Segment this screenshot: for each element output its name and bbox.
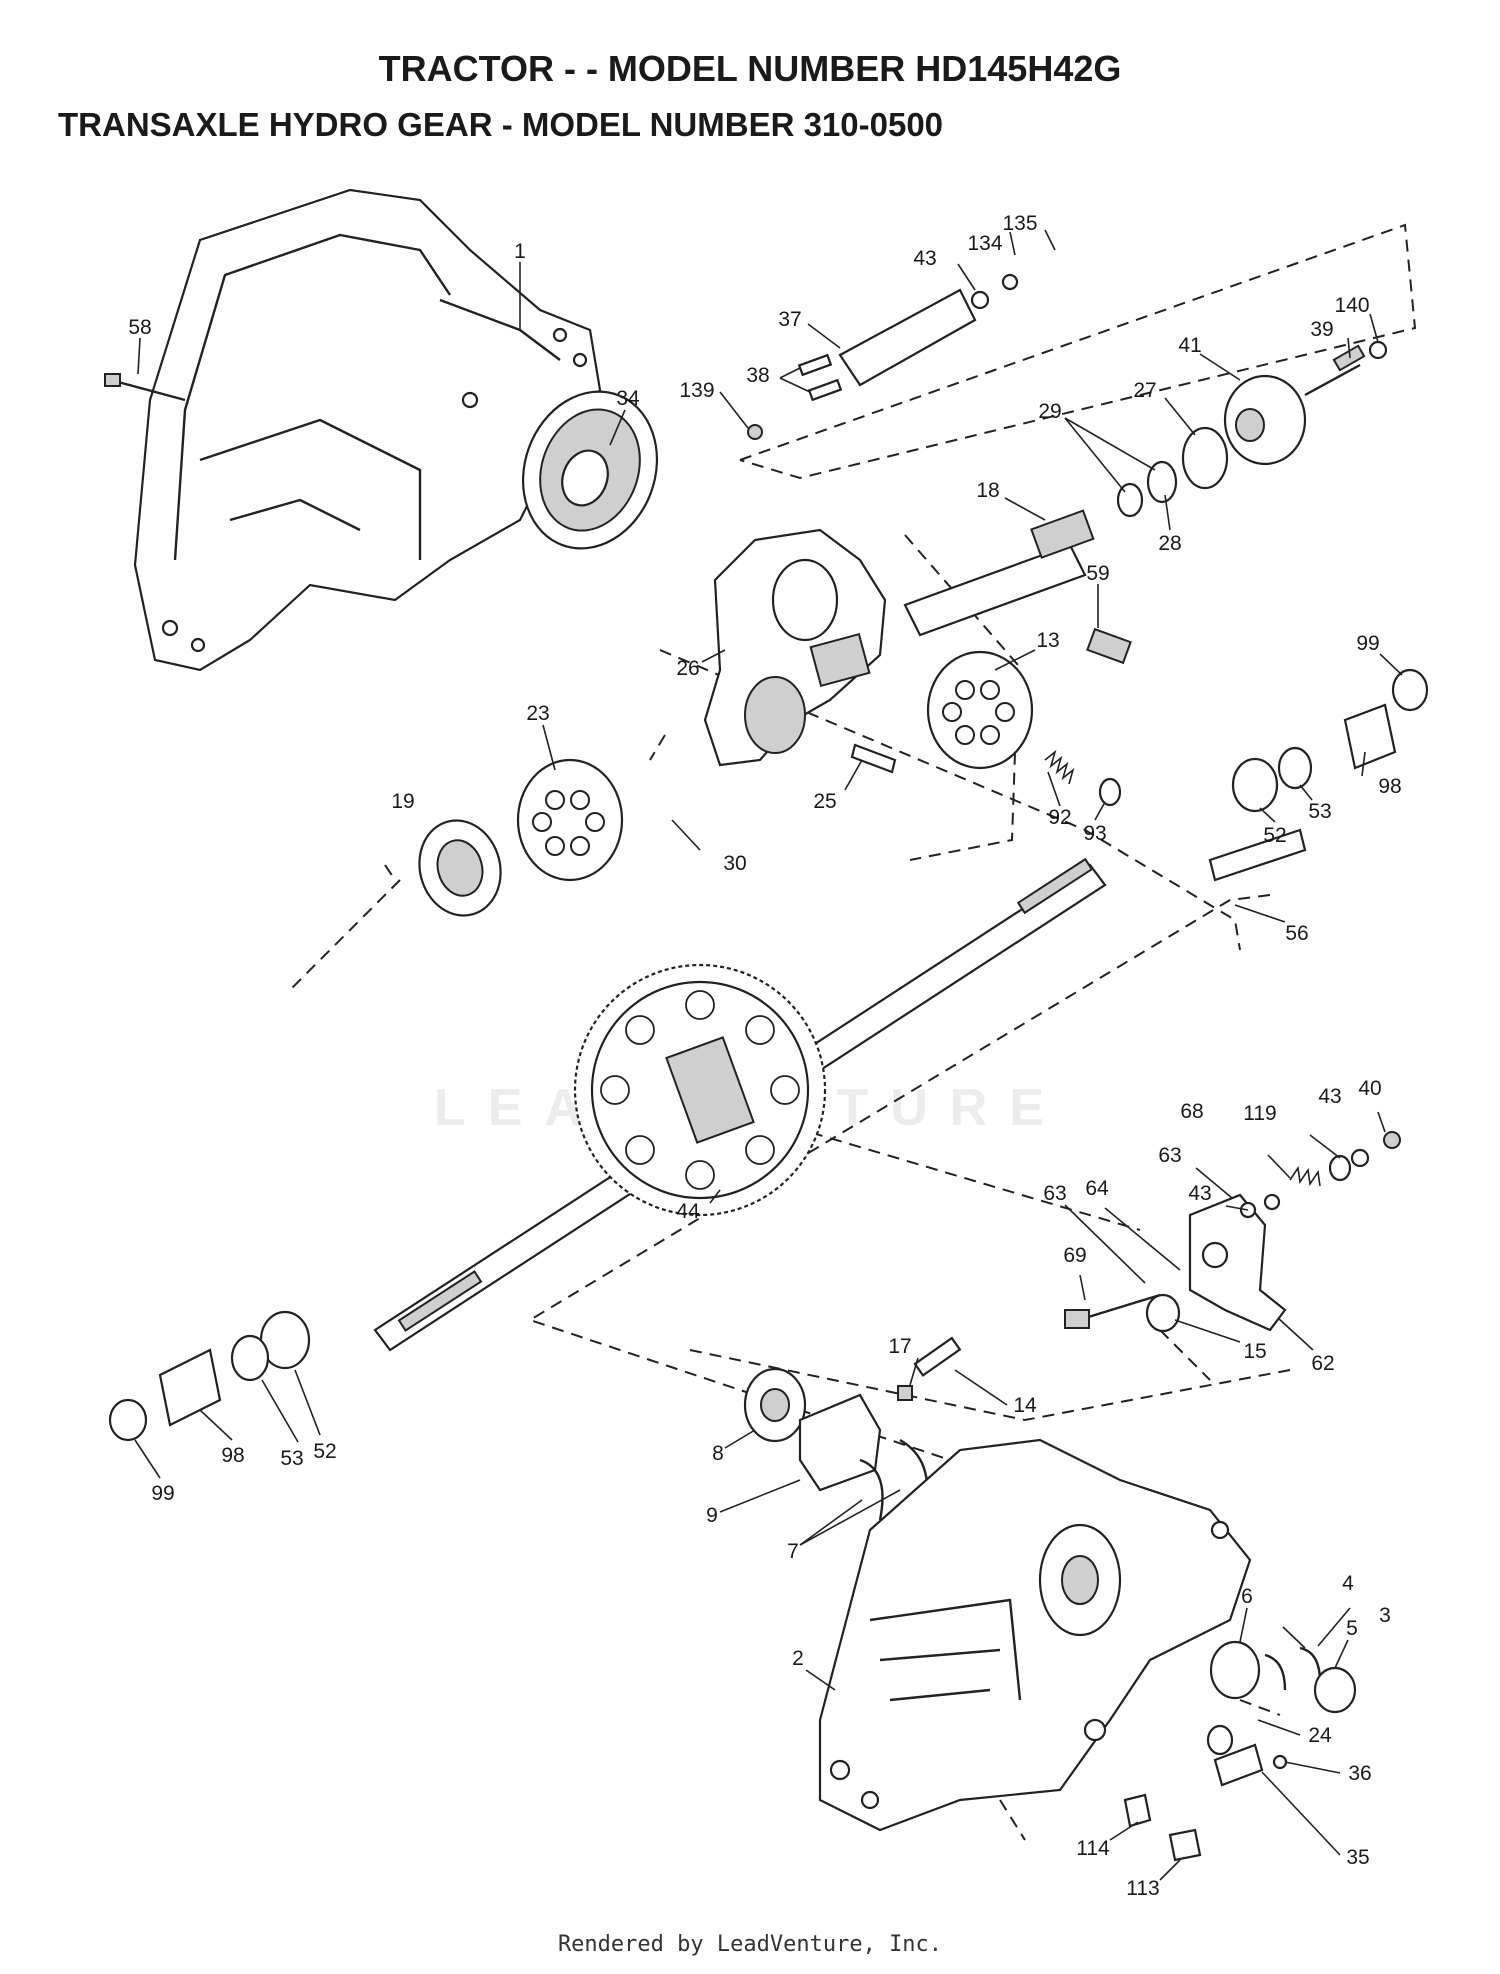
part-label-92: 92 [1048, 806, 1071, 829]
part-label-113: 113 [1126, 1877, 1159, 1900]
part-label-24: 24 [1308, 1724, 1332, 1747]
part-label-119: 119 [1243, 1102, 1276, 1125]
leader-lines [134, 229, 1403, 1881]
part-label-19: 19 [391, 790, 414, 813]
axle-and-ring-gear-drawing [373, 828, 1307, 1352]
part-label-53-right: 53 [1308, 800, 1331, 823]
part-label-13: 13 [1036, 629, 1059, 652]
part-label-14: 14 [1013, 1394, 1037, 1417]
part-label-17: 17 [888, 1335, 911, 1358]
part-label-30: 30 [723, 852, 746, 875]
part-label-99-left: 99 [151, 1482, 174, 1505]
part-label-40: 40 [1358, 1077, 1381, 1100]
spring-and-pins-drawing [850, 627, 1132, 807]
part-label-43-mid: 43 [1188, 1182, 1211, 1205]
cylinder-blocks-drawing [418, 650, 1034, 917]
part-label-34: 34 [616, 387, 640, 410]
part-label-5: 5 [1346, 1617, 1358, 1640]
part-label-38: 38 [746, 364, 769, 387]
part-label-43-right: 43 [1318, 1085, 1341, 1108]
part-label-63-lower: 63 [1043, 1182, 1066, 1205]
brake-components-drawing [743, 1336, 962, 1521]
part-label-41: 41 [1178, 334, 1201, 357]
part-label-114: 114 [1076, 1837, 1110, 1860]
part-label-58: 58 [128, 316, 151, 339]
part-label-139: 139 [679, 379, 714, 402]
part-label-53-left: 53 [280, 1447, 303, 1470]
part-label-98-left: 98 [221, 1444, 244, 1467]
part-label-36: 36 [1348, 1762, 1371, 1785]
part-label-3: 3 [1379, 1604, 1391, 1627]
diagram-title: TRACTOR - - MODEL NUMBER HD145H42G [378, 48, 1122, 89]
part-label-27: 27 [1133, 379, 1156, 402]
part-label-25: 25 [813, 790, 836, 813]
part-label-135: 135 [1002, 212, 1037, 235]
part-label-52-right: 52 [1263, 824, 1286, 847]
part-label-93: 93 [1083, 822, 1106, 845]
bearing-34-drawing [521, 390, 659, 550]
part-label-68: 68 [1180, 1100, 1203, 1123]
part-label-15: 15 [1243, 1340, 1266, 1363]
part-label-59: 59 [1086, 562, 1109, 585]
part-label-64: 64 [1085, 1177, 1109, 1200]
part-label-37: 37 [778, 308, 801, 331]
part-label-52-left: 52 [313, 1440, 336, 1463]
part-label-69: 69 [1063, 1244, 1086, 1267]
part-label-9: 9 [706, 1504, 718, 1527]
part-label-43-top: 43 [913, 247, 936, 270]
part-label-56: 56 [1285, 922, 1308, 945]
part-label-99-right: 99 [1356, 632, 1379, 655]
part-label-35: 35 [1346, 1846, 1369, 1869]
part-labels: 1 58 34 135 134 43 37 38 139 140 39 41 2… [128, 212, 1401, 1900]
part-label-23: 23 [526, 702, 549, 725]
part-label-26: 26 [676, 657, 699, 680]
part-label-29: 29 [1038, 400, 1061, 423]
part-label-8: 8 [712, 1442, 724, 1465]
part-label-1: 1 [514, 240, 526, 263]
part-label-2: 2 [792, 1647, 804, 1670]
part-label-39: 39 [1310, 318, 1333, 341]
part-label-7: 7 [787, 1540, 799, 1563]
part-label-62: 62 [1311, 1352, 1334, 1375]
part-label-6: 6 [1241, 1585, 1253, 1608]
part-label-18: 18 [976, 479, 999, 502]
render-credit-footer: Rendered by LeadVenture, Inc. [557, 1932, 943, 1957]
lower-housing-drawing [818, 1438, 1357, 1862]
part-label-44: 44 [676, 1200, 700, 1223]
control-arm-drawing [1064, 1131, 1401, 1333]
diagram-subtitle: TRANSAXLE HYDRO GEAR - MODEL NUMBER 310-… [58, 106, 944, 143]
part-label-28: 28 [1158, 532, 1181, 555]
part-label-98-right: 98 [1378, 775, 1401, 798]
center-section-drawing [703, 528, 887, 767]
part-label-134: 134 [967, 232, 1002, 255]
part-label-4: 4 [1342, 1572, 1354, 1595]
left-axle-washers-drawing [108, 668, 1429, 1442]
upper-bracket-drawing [747, 273, 1019, 440]
part-label-140: 140 [1334, 294, 1369, 317]
part-label-63-upper: 63 [1158, 1144, 1181, 1167]
input-shaft-drawing [903, 340, 1388, 637]
